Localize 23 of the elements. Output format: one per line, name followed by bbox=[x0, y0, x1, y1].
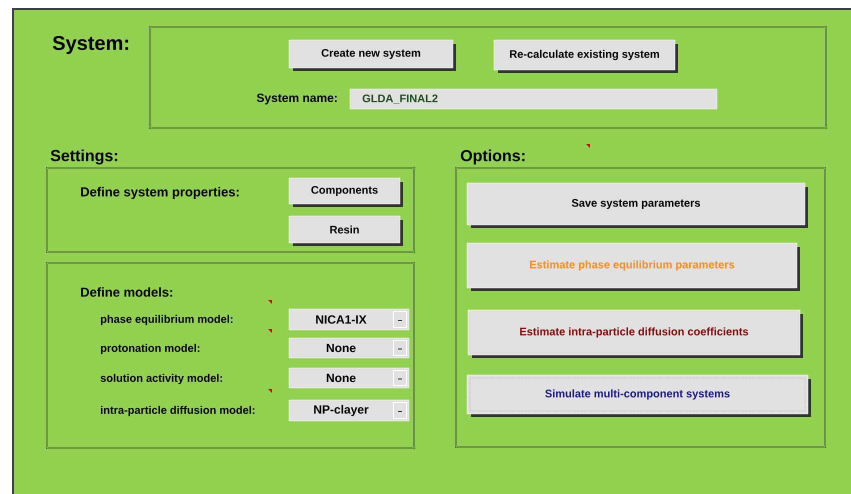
dropdown: None bbox=[288, 368, 410, 388]
field-label: intra-particle diffusion model: bbox=[100, 406, 254, 416]
dropdown: None bbox=[288, 338, 410, 358]
button: Create new system bbox=[288, 40, 456, 71]
button: Estimate intra-particle diffusion coefficients bbox=[468, 310, 803, 358]
dropdown: NICA1-IX bbox=[288, 308, 410, 330]
button: Estimate phase equilibrium parameters bbox=[466, 242, 800, 291]
field-label: System name: bbox=[256, 94, 337, 104]
section-heading: Settings: bbox=[50, 150, 118, 164]
group-label: Define models: bbox=[81, 287, 172, 297]
button: Simulate multi-component systems bbox=[466, 374, 811, 417]
button: Re-calculate existing system bbox=[494, 40, 678, 73]
button: Save system parameters bbox=[466, 182, 808, 228]
field-label: solution activity model: bbox=[100, 374, 222, 384]
dropdown: NP-clayer bbox=[288, 400, 410, 422]
button: Resin bbox=[288, 216, 403, 246]
input-field: GLDA_FINAL2 bbox=[350, 88, 718, 110]
button: Components bbox=[288, 178, 403, 207]
field-label: phase equilibrium model: bbox=[100, 314, 232, 326]
group-label: Define system properties: bbox=[81, 186, 239, 200]
section-heading: System: bbox=[52, 36, 128, 54]
section-heading: Options: bbox=[460, 150, 524, 164]
field-label: protonation model: bbox=[100, 344, 200, 354]
